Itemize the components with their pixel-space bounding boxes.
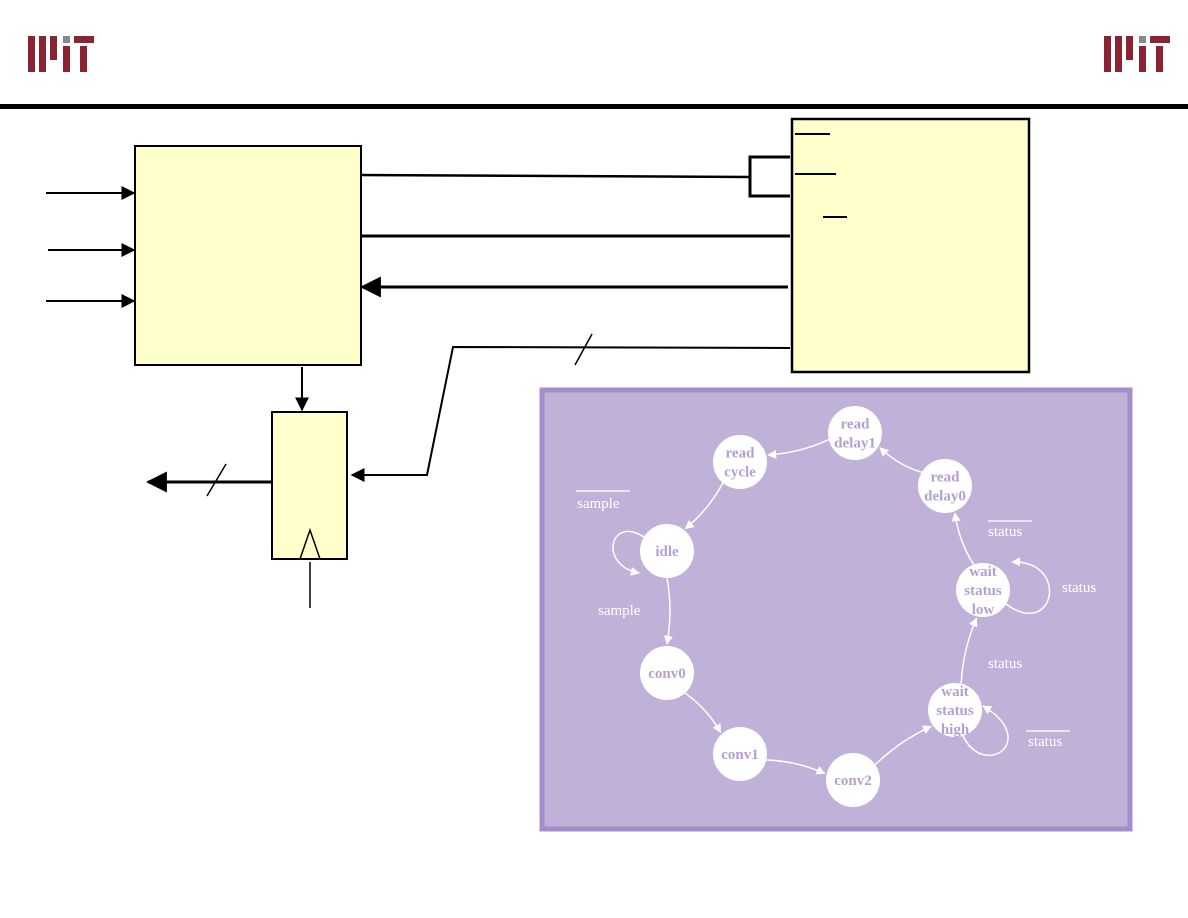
edge-conv0-conv1	[684, 692, 722, 734]
state-label: high	[941, 722, 970, 738]
header-rule	[0, 104, 1188, 109]
state-label: read	[931, 470, 961, 486]
edge-conv1-conv2	[766, 759, 826, 775]
state-circle	[828, 406, 882, 460]
edge-cycle-idle	[684, 482, 724, 530]
state-circle	[713, 435, 767, 489]
state-circle	[918, 459, 972, 513]
bus-slash	[574, 333, 593, 366]
edge-idle-conv0	[664, 577, 673, 645]
self-loop-idle	[612, 530, 645, 576]
self-loop-wait-low	[1005, 557, 1051, 615]
state-label: conv0	[648, 666, 686, 682]
state-label: delay0	[924, 489, 966, 505]
state-label: read	[726, 446, 756, 462]
state-circle	[640, 524, 694, 578]
fork-bracket	[748, 155, 790, 198]
state-wait-status-high: wait status high	[928, 683, 982, 738]
fsm-block	[134, 145, 362, 366]
fsm-states: idle conv0 conv1 conv2 wait status high wait sta…	[640, 406, 1010, 807]
state-read-cycle: read cycle	[713, 435, 767, 489]
state-conv2: conv2	[826, 753, 880, 807]
edge-conv2-wait-high	[874, 725, 932, 766]
state-circle	[640, 646, 694, 700]
state-label: status	[964, 583, 1002, 599]
self-loop-wait-high	[962, 705, 1009, 756]
state-circle	[956, 563, 1010, 617]
label-status-low-self: status	[1062, 580, 1096, 596]
state-label: low	[972, 602, 995, 618]
label-sample-bar: sample	[577, 496, 620, 512]
edge-delay1-cycle	[767, 438, 830, 459]
adc-block	[790, 117, 1031, 374]
state-idle: idle	[640, 524, 694, 578]
state-circle	[826, 753, 880, 807]
state-label: status	[936, 703, 974, 719]
label-status-to-low: status	[988, 656, 1022, 672]
register-block	[271, 411, 348, 560]
label-sample: sample	[598, 603, 641, 619]
clock-triangle	[299, 527, 321, 560]
state-wait-status-low: wait status low	[956, 563, 1010, 618]
fsm-transitions	[612, 438, 1051, 775]
edge-wait-high-wait-low	[960, 617, 978, 684]
state-read-delay0: read delay0	[918, 459, 972, 513]
edge-wait-low-delay0	[951, 512, 975, 566]
mit-logo-icon	[1104, 36, 1170, 72]
state-label: wait	[969, 564, 997, 580]
state-circle	[928, 683, 982, 737]
mit-logo-icon	[28, 36, 94, 72]
data-bus	[350, 345, 791, 482]
state-label: conv1	[721, 747, 759, 763]
state-circle	[713, 727, 767, 781]
fsm-panel	[539, 387, 1133, 832]
bus-wire-top	[360, 173, 751, 179]
state-label: conv2	[834, 773, 872, 789]
state-label: idle	[655, 544, 679, 560]
state-label: wait	[941, 684, 969, 700]
state-label: read	[841, 417, 871, 433]
edge-delay0-delay1	[879, 447, 922, 474]
state-label: delay1	[834, 436, 876, 452]
output-slash	[206, 463, 227, 497]
label-status-high-self: status	[1028, 734, 1062, 750]
state-read-delay1: read delay1	[828, 406, 882, 460]
state-conv1: conv1	[713, 727, 767, 781]
state-label: cycle	[724, 465, 756, 481]
label-status-bar-delay0: status	[988, 524, 1022, 540]
state-conv0: conv0	[640, 646, 694, 700]
